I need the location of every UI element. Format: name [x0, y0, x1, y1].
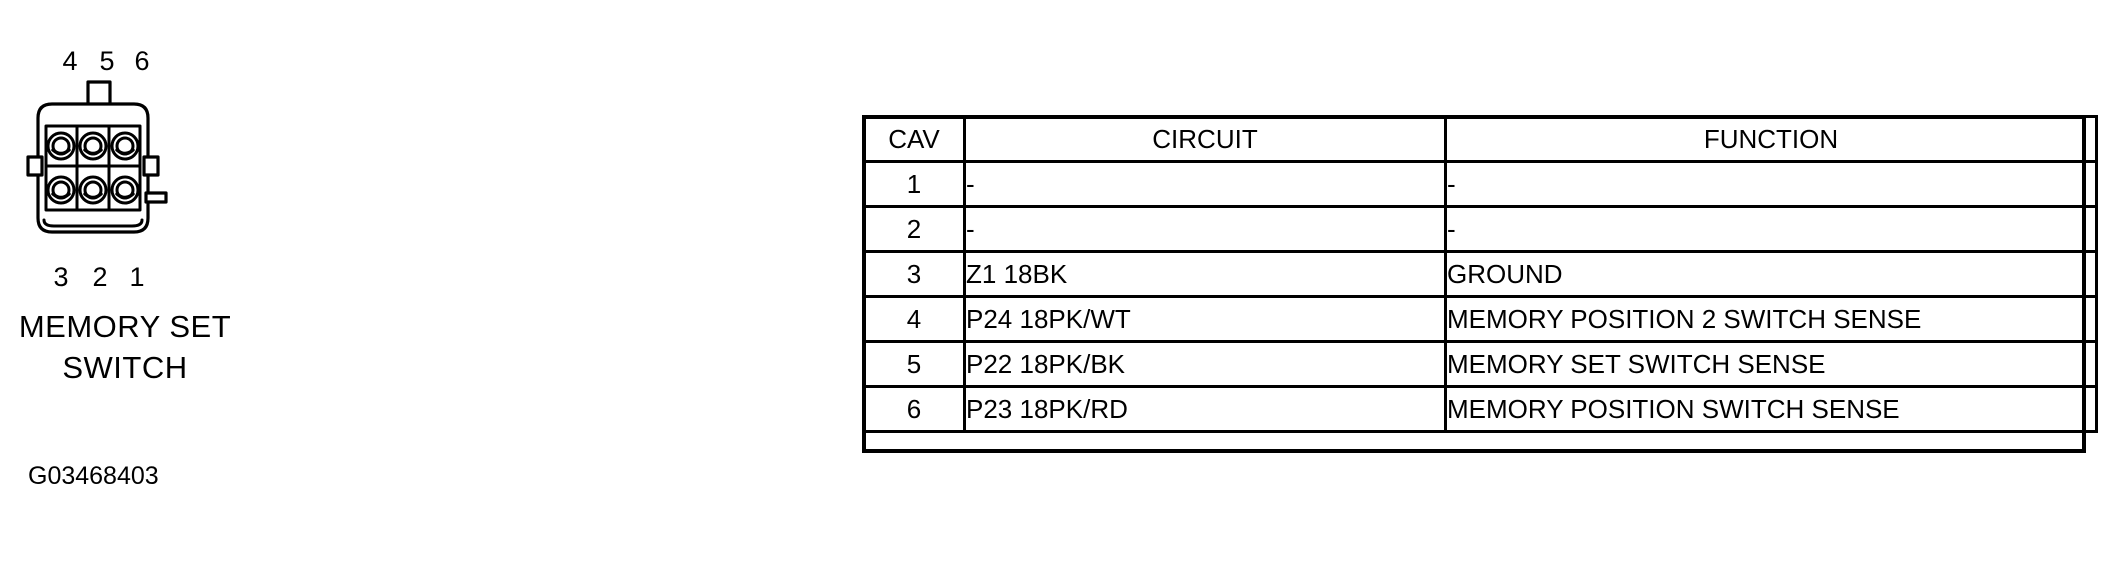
pin-number-5: 5	[99, 46, 115, 76]
connector-body-svg	[26, 80, 168, 234]
cell-circuit: -	[963, 205, 1447, 253]
connector-figure: 4 5 6	[0, 0, 320, 520]
cell-function: -	[1444, 160, 2098, 208]
cell-circuit: P24 18PK/WT	[963, 295, 1447, 343]
table-row: 2--	[862, 205, 2098, 253]
cell-circuit: P22 18PK/BK	[963, 340, 1447, 388]
cell-circuit: P23 18PK/RD	[963, 385, 1447, 433]
connector-pinout-drawing: 4 5 6	[10, 40, 240, 300]
cell-function: MEMORY POSITION 2 SWITCH SENSE	[1444, 295, 2098, 343]
figure-id-label: G03468403	[28, 462, 159, 490]
pin-number-3: 3	[53, 262, 69, 292]
header-function: FUNCTION	[1444, 115, 2098, 163]
table-header-row: CAV CIRCUIT FUNCTION	[862, 115, 2098, 163]
cell-cav: 1	[862, 160, 966, 208]
connector-name-line-2: SWITCH	[62, 350, 188, 385]
table-row: 1--	[862, 160, 2098, 208]
cell-cav: 3	[862, 250, 966, 298]
cell-function: GROUND	[1444, 250, 2098, 298]
cell-circuit: Z1 18BK	[963, 250, 1447, 298]
cell-cav: 2	[862, 205, 966, 253]
cell-cav: 6	[862, 385, 966, 433]
header-circuit: CIRCUIT	[963, 115, 1447, 163]
cell-function: MEMORY SET SWITCH SENSE	[1444, 340, 2098, 388]
cell-function: -	[1444, 205, 2098, 253]
pin-number-1: 1	[129, 262, 145, 292]
cell-cav: 4	[862, 295, 966, 343]
bottom-pin-number-row: 3 2 1	[10, 262, 240, 296]
cell-function: MEMORY POSITION SWITCH SENSE	[1444, 385, 2098, 433]
pin-number-6: 6	[134, 46, 150, 76]
pin-number-2: 2	[92, 262, 108, 292]
top-pin-number-row: 4 5 6	[10, 46, 240, 80]
pin-number-4: 4	[62, 46, 78, 76]
cell-cav: 5	[862, 340, 966, 388]
cell-circuit: -	[963, 160, 1447, 208]
connector-name-line-1: MEMORY SET	[18, 309, 232, 344]
header-cav: CAV	[862, 115, 966, 163]
